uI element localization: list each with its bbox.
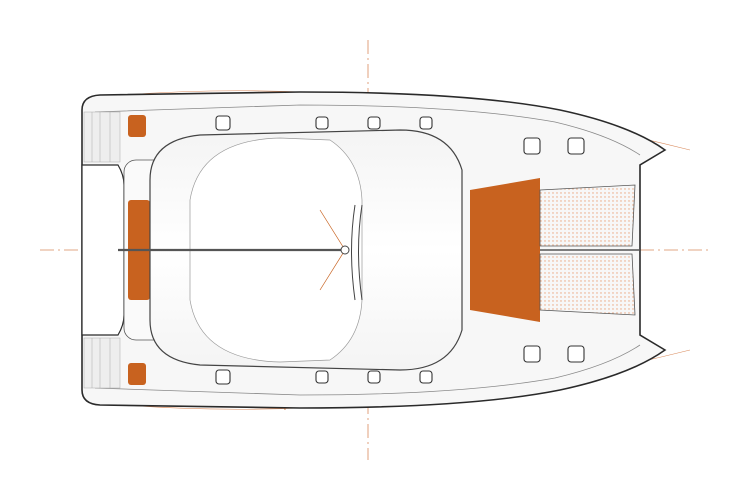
deck-edge — [94, 104, 641, 396]
trampoline-port — [539, 184, 636, 247]
transom-steps — [83, 111, 121, 389]
helm-seat-port — [128, 115, 146, 137]
trampoline-starboard — [539, 253, 636, 316]
hatches — [215, 115, 585, 385]
foredeck-cushion — [470, 178, 540, 322]
trampolines — [539, 184, 640, 316]
stern-cutout — [81, 164, 125, 336]
helm-seat-starboard — [128, 363, 146, 385]
mast — [319, 204, 363, 301]
